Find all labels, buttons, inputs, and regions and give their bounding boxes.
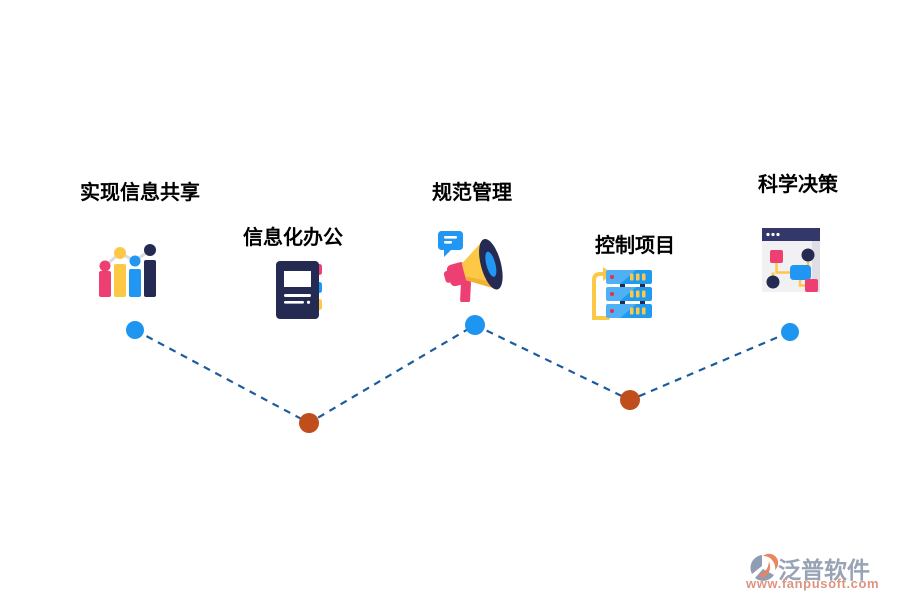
milestone-label: 实现信息共享 [80, 182, 200, 204]
watermark: 泛普软件 www.fanpusoft.com [746, 553, 890, 595]
milestone-node-3 [465, 315, 485, 335]
milestone-node-2 [299, 413, 319, 433]
milestone-label: 规范管理 [432, 182, 512, 204]
watermark-url: www.fanpusoft.com [746, 576, 880, 591]
dashed-line [134, 323, 791, 425]
server-icon [592, 267, 652, 320]
megaphone-icon [438, 231, 503, 302]
milestone-label: 科学决策 [758, 174, 838, 196]
fanpu-logo-icon [750, 553, 778, 581]
browser-icon [762, 228, 820, 292]
notebook-icon [276, 261, 322, 319]
milestone-label: 信息化办公 [243, 227, 343, 249]
milestone-node-1 [126, 321, 144, 339]
milestone-node-5 [781, 323, 799, 341]
milestone-label: 控制项目 [595, 235, 675, 257]
bar-chart-icon [99, 244, 156, 297]
watermark-brand: 泛普软件 [778, 557, 870, 583]
milestone-node-4 [620, 390, 640, 410]
